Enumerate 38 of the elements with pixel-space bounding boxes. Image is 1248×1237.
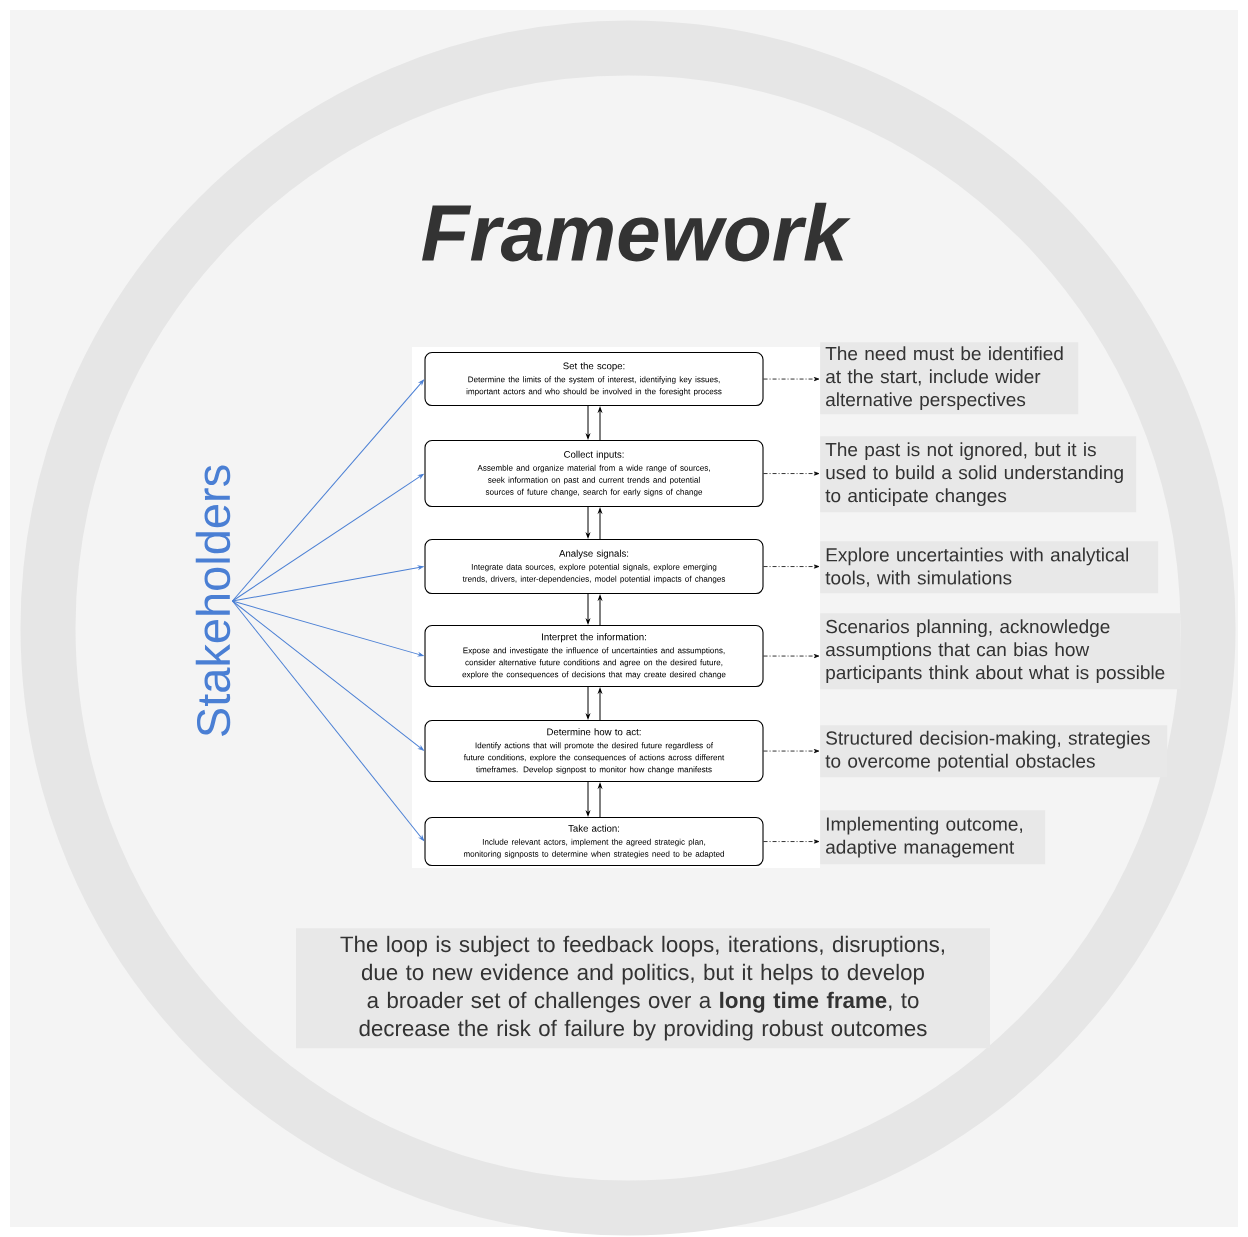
process-box: Analyse signals: Integrate data sources, explore potential signals, explore emerging trends, drivers, inter-dependencies, model potential impacts of changes bbox=[424, 539, 764, 595]
arrow bbox=[586, 506, 590, 538]
arrow bbox=[763, 839, 820, 844]
note-box: Scenarios planning, acknowledge assumptions that can bias how participants think about what is possible bbox=[820, 613, 1181, 690]
note-box: Explore uncertainties with analytical tools, with simulations bbox=[820, 541, 1159, 594]
arrow bbox=[763, 749, 820, 754]
title: Framework bbox=[422, 202, 851, 262]
process-box: Take action: Include relevant actors, implement the agreed strategic plan, monitoring signposts to determine when strategies need to be adapted bbox=[424, 817, 764, 867]
arrow bbox=[231, 565, 424, 602]
arrow bbox=[586, 593, 590, 624]
arrow bbox=[231, 379, 424, 602]
arrow bbox=[763, 654, 820, 659]
node-label: Scenarios planning, acknowledge assumptions that can bias how participants think about what is possible bbox=[826, 619, 1165, 684]
arrow bbox=[763, 471, 820, 476]
process-box: Determine how to act: Identify actions that will promote the desired future regardless of future conditions, explore the consequences of actions across different timeframes. Develop signpost to monitor how change manifests bbox=[424, 720, 764, 783]
arrow bbox=[586, 686, 590, 719]
side-label: Stakeholders bbox=[195, 465, 231, 737]
process-box: Collect inputs: Assemble and organize material from a wide range of sources, seek information on past and current trends and potential sources of future change, search for early signs of change bbox=[424, 440, 764, 508]
arrow bbox=[598, 407, 602, 441]
arrow bbox=[231, 600, 425, 841]
note-box: The past is not ignored, but it is used to build a solid understanding to anticipate changes bbox=[820, 436, 1137, 513]
arrow bbox=[231, 473, 424, 602]
process-box: Set the scope: Determine the limits of the system of interest, identifying key issues, important actors and who should be involved in the foresight process bbox=[424, 352, 764, 407]
arrow bbox=[231, 600, 424, 657]
arrow bbox=[598, 508, 602, 540]
arrow bbox=[598, 595, 602, 626]
arrow bbox=[763, 377, 820, 382]
arrow bbox=[598, 688, 602, 721]
process-box: Interpret the information: Expose and investigate the influence of uncertainties and assumptions, consider alternative future conditions and agree on the desired future, explore the consequences of decisions that may create desired change bbox=[424, 625, 764, 688]
summary-box: The loop is subject to feedback loops, iterations, disruptions, due to new evidence and politics, but it helps to develop a broader set of challenges over a long time frame, to decrease the risk of failure by providing robust outcomes bbox=[296, 928, 990, 1049]
arrow bbox=[586, 781, 590, 816]
node-label: Structured decision-making, strategies to overcome potential obstacles bbox=[825, 730, 1150, 772]
note-box: The need must be identified at the start, include wider alternative perspectives bbox=[820, 342, 1079, 415]
arrow bbox=[598, 783, 602, 818]
note-box: Structured decision-making, strategies to overcome potential obstacles bbox=[820, 725, 1168, 778]
arrow bbox=[586, 405, 590, 439]
note-box: Implementing outcome, adaptive management bbox=[820, 810, 1046, 865]
arrow bbox=[763, 564, 820, 569]
